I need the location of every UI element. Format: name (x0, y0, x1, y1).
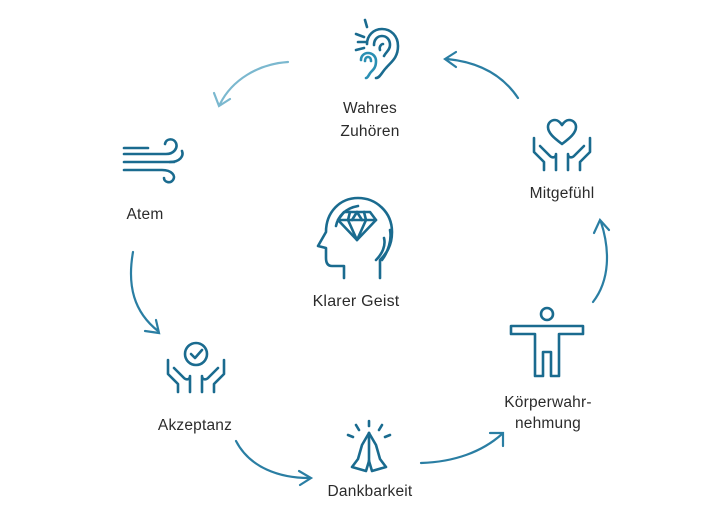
arrow-dankbarkeit-to-koerper (419, 431, 505, 465)
wind-icon (122, 138, 184, 184)
node-label-koerperwahrnehmung: Körperwahr- nehmung (504, 394, 592, 432)
ear-icon (354, 18, 400, 80)
center-label-klarer-geist: Klarer Geist (312, 293, 400, 310)
praying-hands-icon (346, 419, 392, 473)
node-label-akzeptanz: Akzeptanz (157, 417, 233, 434)
arrow-zuhoeren-to-atem (212, 60, 290, 108)
node-label-mitgefuehl: Mitgefühl (529, 185, 595, 202)
head-diamond-icon (316, 196, 394, 280)
arrow-mitgefuehl-to-zuhoeren (443, 50, 520, 100)
arrow-akzeptanz-to-dankbarkeit (234, 439, 314, 487)
node-label-dankbarkeit: Dankbarkeit (327, 483, 413, 500)
arrow-atem-to-akzeptanz (129, 250, 161, 335)
hands-heart-icon (532, 118, 592, 172)
node-label-wahres-zuhoeren: Wahres Zuhören (340, 100, 400, 140)
arrow-koerper-to-mitgefuehl (591, 218, 611, 304)
body-figure-icon (509, 306, 585, 378)
node-label-atem: Atem (126, 206, 164, 223)
hands-check-icon (166, 341, 226, 394)
